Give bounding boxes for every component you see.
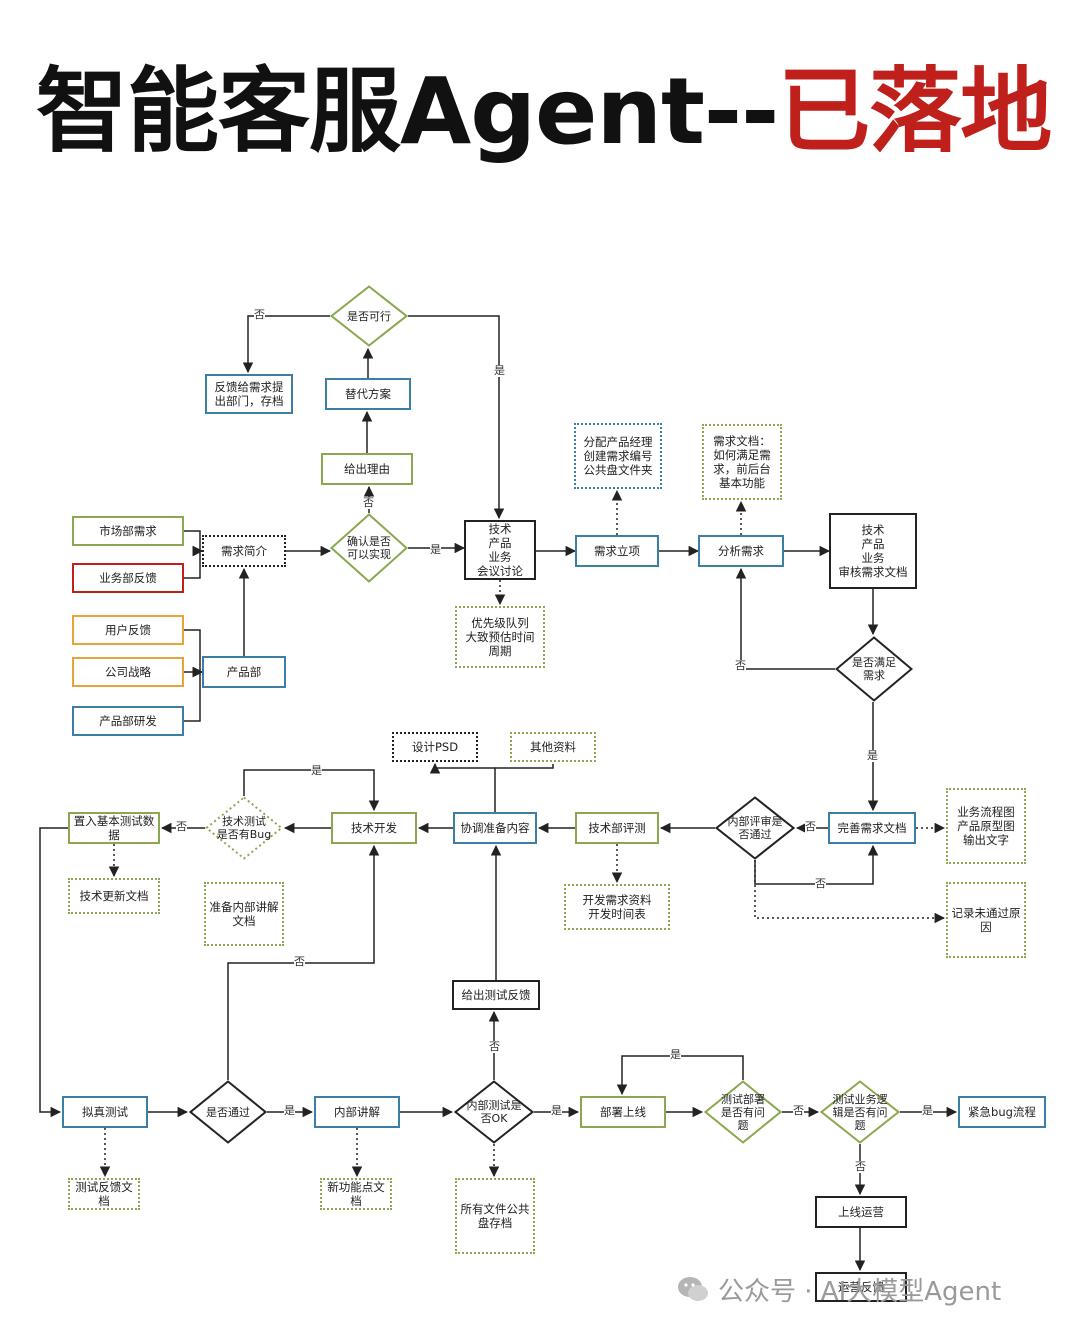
watermark: 公众号 · AI大模型Agent [676, 1271, 1001, 1307]
node-improve: 完善需求文档 [828, 812, 916, 844]
edge-label-yes: 是 [284, 1104, 295, 1117]
edge-12 [408, 315, 505, 520]
decision-label-bug: 技术测试是否有Bug [216, 815, 272, 841]
edge-1 [184, 545, 204, 579]
edge-33 [243, 769, 380, 812]
decision-label-deploytest: 测试部署是否有问题 [721, 1092, 765, 1132]
node-techdoc: 技术更新文档 [68, 878, 160, 914]
node-assign: 分配产品经理 创建需求编号 公共盘文件夹 [574, 423, 662, 489]
decision-label-feasible: 是否可行 [347, 309, 391, 323]
decision-internal: 内部测试是否OK [454, 1080, 534, 1144]
edge-label-yes: 是 [922, 1104, 933, 1117]
node-other: 其他资料 [510, 732, 596, 762]
page-title: 智能客服Agent--已落地 [36, 52, 1056, 172]
decision-feasible: 是否可行 [330, 285, 408, 347]
node-opsfb: 运营反馈 [815, 1272, 907, 1302]
node-deploy: 部署上线 [580, 1096, 666, 1128]
node-dev: 技术开发 [331, 812, 417, 844]
node-userfb: 用户反馈 [72, 615, 184, 645]
edge-label-no: 否 [735, 659, 746, 672]
node-coord: 协调准备内容 [453, 812, 537, 844]
node-reqdoc: 需求文档： 如何满足需求，前后台 基本功能 [702, 424, 782, 500]
node-reason: 给出理由 [321, 453, 413, 485]
node-basic: 置入基本测试数据 [68, 812, 160, 844]
edge-25 [754, 860, 946, 924]
edge-label-no: 否 [294, 955, 305, 968]
decision-label-confirm: 确认是否可以实现 [347, 535, 391, 561]
node-market: 市场部需求 [72, 516, 184, 546]
node-record: 记录未通过原因 [946, 882, 1026, 958]
title-highlight: 已落地 [778, 58, 1052, 165]
node-feature: 新功能点文档 [320, 1178, 392, 1210]
decision-inner: 内部评审是否通过 [715, 796, 795, 860]
edge-label-no: 否 [805, 820, 816, 833]
edge-0 [184, 530, 204, 557]
edge-label-no: 否 [176, 820, 187, 833]
node-fbdept: 反馈给需求提出部门，存档 [205, 374, 293, 414]
decision-deploytest: 测试部署是否有问题 [704, 1080, 782, 1144]
node-simdoc: 测试反馈文档 [68, 1178, 140, 1210]
node-bizflow: 业务流程图 产品原型图 输出文字 [946, 788, 1026, 864]
edge-label-no: 否 [254, 308, 265, 321]
edge-label-no: 否 [855, 1160, 866, 1173]
node-urgent: 紧急bug流程 [958, 1096, 1046, 1128]
node-setup: 需求立项 [575, 535, 659, 567]
node-review: 技术 产品 业务 审核需求文档 [829, 513, 917, 589]
edge-30 [495, 764, 554, 769]
edge-4 [184, 666, 204, 722]
edge-label-yes: 是 [311, 764, 322, 777]
node-psd: 设计PSD [392, 732, 478, 762]
edge-label-no: 否 [815, 877, 826, 890]
edge-label-yes: 是 [430, 543, 441, 556]
node-prepare: 准备内部讲解文档 [204, 882, 284, 946]
title-main: 智能客服Agent-- [36, 58, 779, 165]
edge-label-no: 否 [793, 1104, 804, 1117]
decision-label-meet: 是否满足需求 [852, 656, 896, 682]
edge-20 [735, 567, 835, 670]
edge-label-yes: 是 [670, 1048, 681, 1061]
decision-bizlogic: 测试业务逻辑是否有问题 [820, 1080, 900, 1144]
edge-29 [429, 762, 496, 812]
node-techrev: 技术部评测 [575, 812, 659, 844]
node-ops: 上线运营 [815, 1196, 907, 1228]
edge-label-yes: 是 [867, 749, 878, 762]
node-testfb: 给出测试反馈 [452, 980, 540, 1010]
decision-meet: 是否满足需求 [835, 636, 913, 702]
node-meeting: 技术 产品 业务 会议讨论 [464, 520, 536, 580]
decision-pass: 是否通过 [189, 1080, 267, 1144]
decision-label-inner: 内部评审是否通过 [727, 815, 783, 841]
edge-2 [184, 629, 204, 678]
node-queue: 优先级队列 大致预估时间 周期 [455, 606, 545, 668]
node-allfiles: 所有文件公共盘存档 [455, 1178, 535, 1254]
node-alt: 替代方案 [325, 378, 411, 410]
decision-label-internal: 内部测试是否OK [466, 1099, 522, 1125]
edge-45 [616, 1055, 744, 1096]
edge-36 [39, 827, 68, 1118]
node-sim: 拟真测试 [62, 1096, 148, 1128]
edge-label-no: 否 [489, 1040, 500, 1053]
node-strategy: 公司战略 [72, 657, 184, 687]
node-explain: 内部讲解 [314, 1096, 400, 1128]
node-devres: 开发需求资料 开发时间表 [564, 884, 670, 930]
edge-11 [242, 315, 330, 374]
edge-label-no: 否 [363, 496, 374, 509]
watermark-text: 公众号 · AI大模型Agent [718, 1276, 1002, 1307]
decision-label-bizlogic: 测试业务逻辑是否有问题 [832, 1092, 888, 1132]
node-bizfb: 业务部反馈 [72, 563, 184, 593]
decision-label-pass: 是否通过 [206, 1105, 250, 1119]
wechat-icon [678, 1277, 708, 1301]
edge-label-yes: 是 [551, 1104, 562, 1117]
decision-confirm: 确认是否可以实现 [330, 513, 408, 583]
node-prodDept: 产品部 [202, 656, 286, 688]
edge-label-yes: 是 [494, 364, 505, 377]
node-analyze: 分析需求 [698, 535, 784, 567]
node-intro: 需求简介 [202, 535, 286, 567]
node-prdrnd: 产品部研发 [72, 706, 184, 736]
decision-bug: 技术测试是否有Bug [205, 796, 283, 860]
